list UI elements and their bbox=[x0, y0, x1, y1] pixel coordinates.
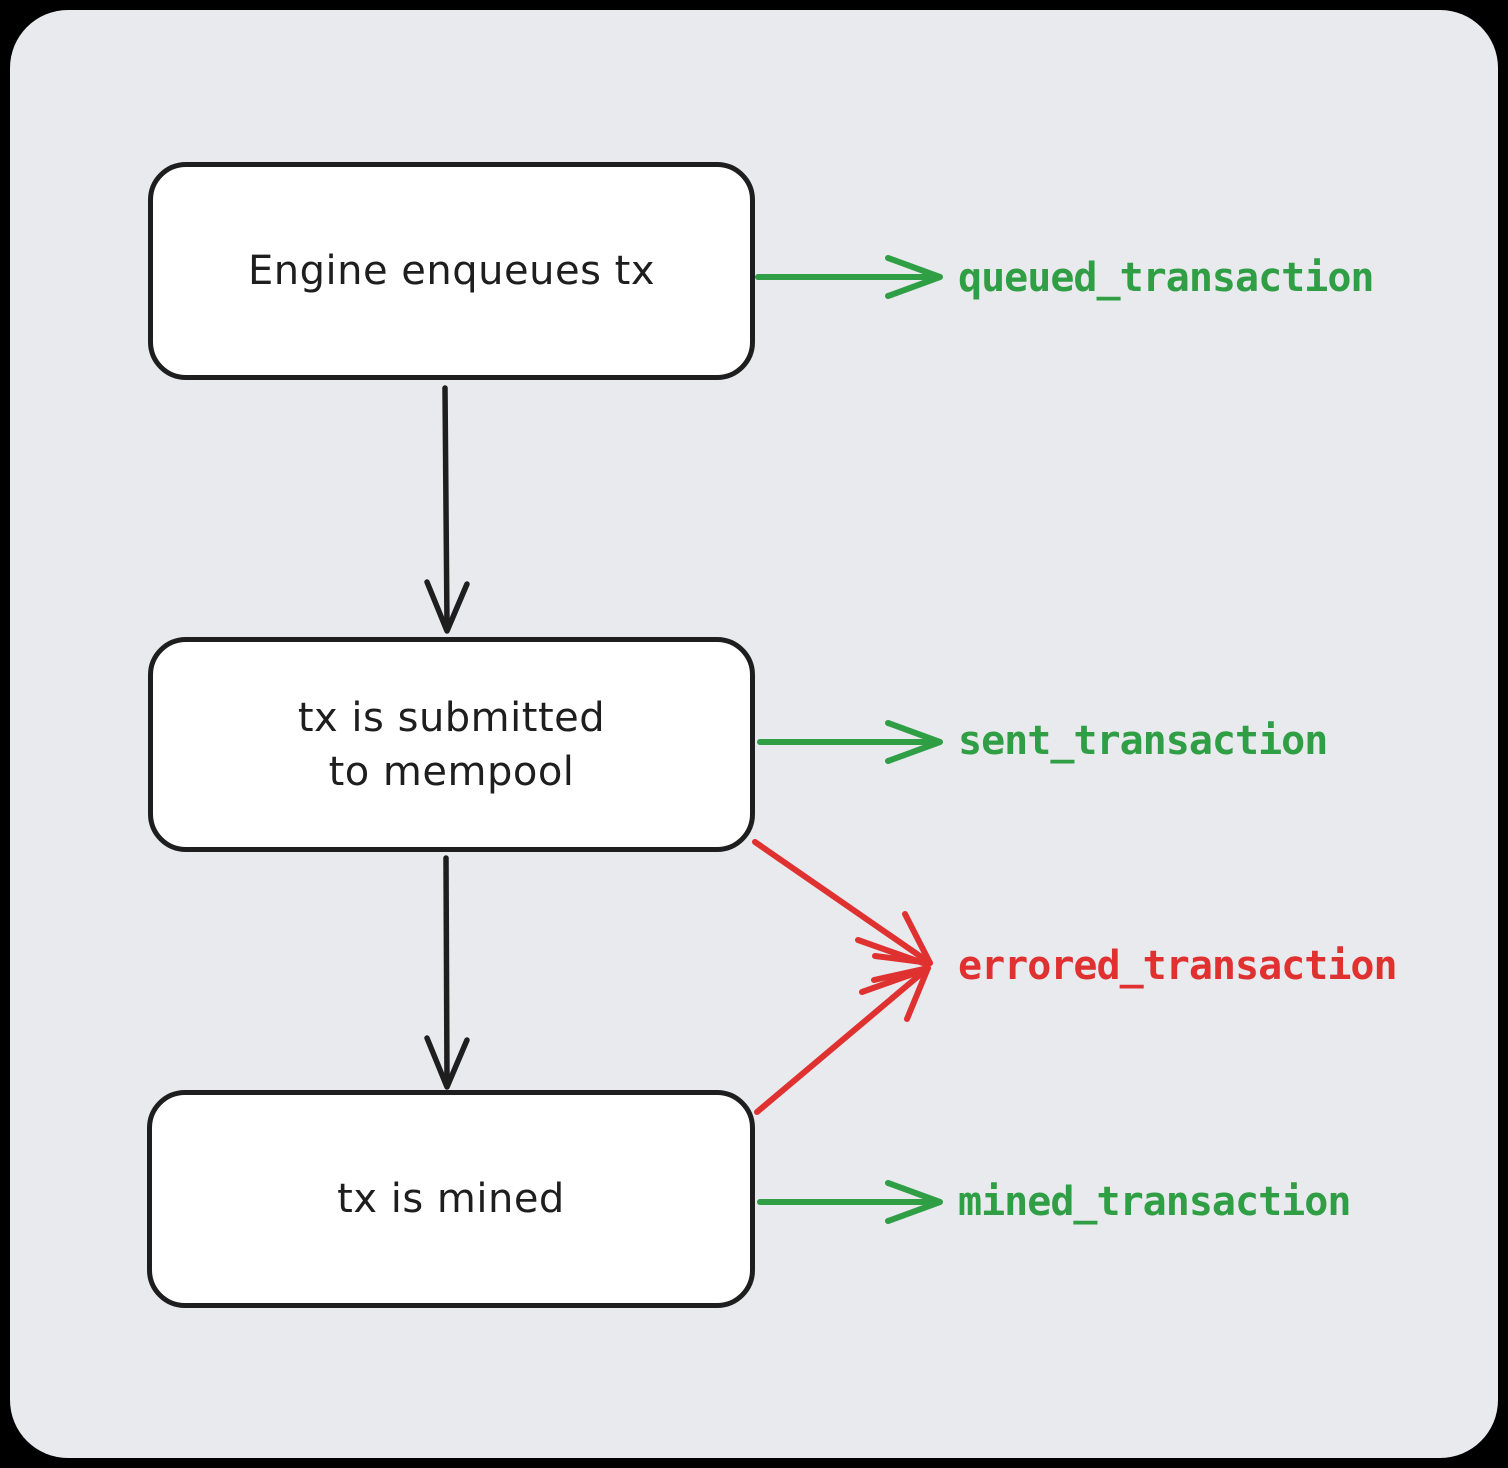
node-mempool-label: tx is submitted to mempool bbox=[297, 694, 606, 795]
arrow-errored-from-mempool bbox=[752, 839, 933, 967]
node-tx-is-mined: tx is mined bbox=[147, 1090, 755, 1308]
node-tx-submitted-to-mempool: tx is submitted to mempool bbox=[148, 637, 755, 852]
arrow-sent-transaction bbox=[757, 720, 943, 764]
event-label-sent-transaction: sent_transaction bbox=[958, 718, 1328, 764]
arrow-errored-from-mined bbox=[754, 965, 931, 1115]
arrow-mempool-to-mined bbox=[424, 855, 470, 1090]
arrow-mined-transaction bbox=[757, 1180, 943, 1224]
arrow-queued-transaction bbox=[755, 255, 943, 299]
arrow-engine-to-mempool bbox=[424, 385, 470, 634]
node-engine-label: Engine enqueues tx bbox=[248, 248, 655, 294]
event-label-queued-transaction: queued_transaction bbox=[958, 255, 1374, 301]
event-label-errored-transaction: errored_transaction bbox=[958, 943, 1398, 989]
event-label-mined-transaction: mined_transaction bbox=[958, 1179, 1351, 1225]
node-engine-enqueues-tx: Engine enqueues tx bbox=[148, 162, 755, 380]
node-mined-label: tx is mined bbox=[337, 1176, 565, 1222]
